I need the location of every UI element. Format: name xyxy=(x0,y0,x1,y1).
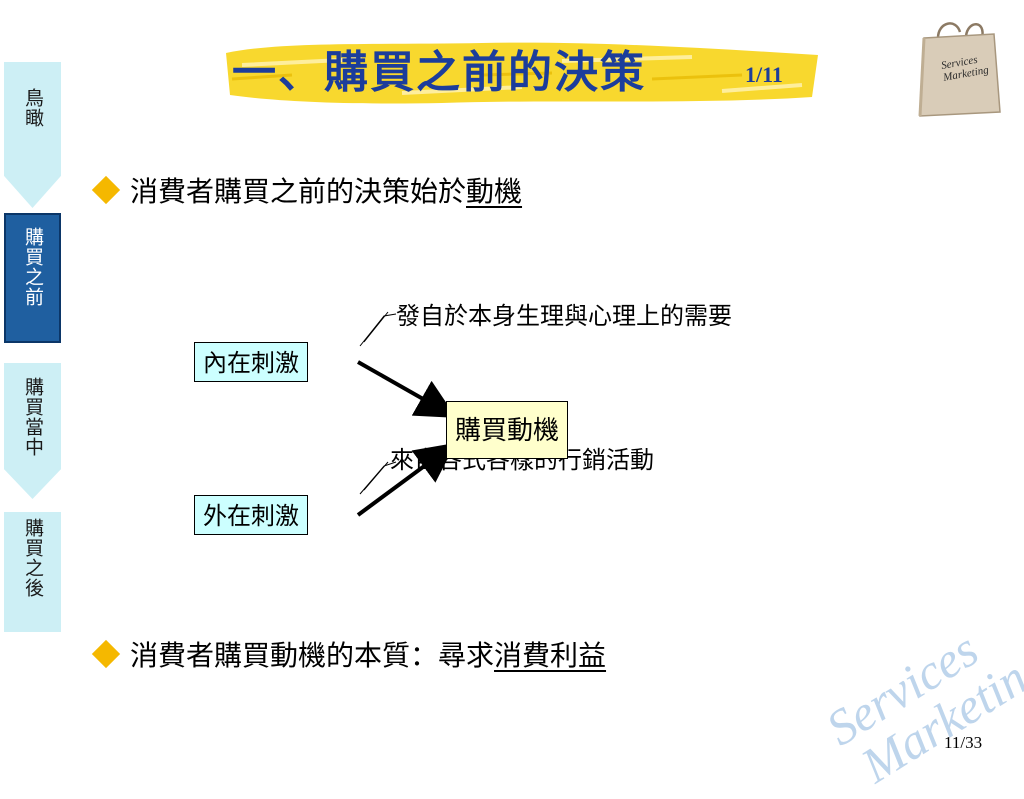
bullet-text: 消費者購買之前的決策始於 xyxy=(130,175,467,208)
sidebar-item-label: 購買當中 xyxy=(22,377,44,457)
title-highlight xyxy=(222,35,822,107)
section-counter: 1/11 xyxy=(745,62,783,87)
internal-stimulus-note: 發自於本身生理與心理上的需要 xyxy=(396,302,732,330)
services-marketing-watermark: Services Marketing xyxy=(800,600,1024,794)
diamond-bullet-icon xyxy=(91,639,121,669)
bullet-essence: 消費者購買動機的本質：尋求消費利益 xyxy=(91,634,607,674)
bullet-emphasis: 消費利益 xyxy=(494,639,607,672)
bullet-emphasis: 動機 xyxy=(466,175,523,208)
external-stimulus-box: 外在刺激 xyxy=(194,495,308,535)
services-marketing-bag-logo: Services Marketing xyxy=(916,18,1002,118)
bullet-motive: 消費者購買之前的決策始於動機 xyxy=(91,170,523,210)
page-title: 一、購買之前的決策 xyxy=(232,47,646,98)
page-number: 11/33 xyxy=(944,733,983,752)
sidebar-item-label: 購買之後 xyxy=(22,518,44,598)
sidebar-item-label: 購買之前 xyxy=(22,227,44,307)
sidebar-item-during-purchase[interactable]: 購買當中 xyxy=(4,363,61,499)
sidebar-nav: 鳥瞰 購買之前 購買當中 購買之後 xyxy=(0,0,70,768)
internal-stimulus-box: 內在刺激 xyxy=(194,342,308,382)
sidebar-item-before-purchase[interactable]: 購買之前 xyxy=(4,213,61,343)
sidebar-item-overview[interactable]: 鳥瞰 xyxy=(4,62,61,208)
sidebar-item-label: 鳥瞰 xyxy=(22,88,44,128)
diamond-bullet-icon xyxy=(91,175,121,205)
purchase-motive-box: 購買動機 xyxy=(446,401,569,459)
sidebar-item-after-purchase[interactable]: 購買之後 xyxy=(4,512,61,632)
bullet-text: 消費者購買動機的本質：尋求 xyxy=(130,639,495,672)
